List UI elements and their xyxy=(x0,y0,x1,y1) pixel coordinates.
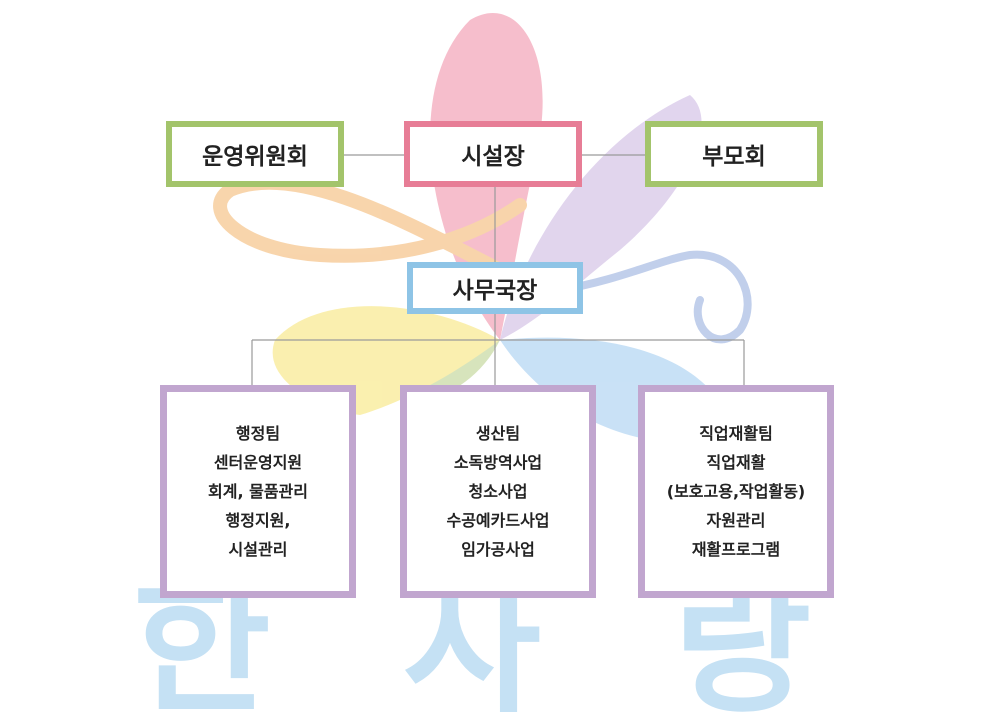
team-duty: 자원관리 xyxy=(706,511,766,530)
committee-box: 운영위원회 xyxy=(166,121,344,187)
team-title: 직업재활팀 xyxy=(699,424,773,443)
team-duty: 직업재활 xyxy=(706,453,766,472)
orange-loop xyxy=(213,175,527,277)
blue-loop xyxy=(556,250,752,344)
secretary-label: 사무국장 xyxy=(452,278,538,304)
team-duty: 회계, 물품관리 xyxy=(208,482,308,501)
parents-label: 부모회 xyxy=(702,144,766,170)
team-duty: 청소사업 xyxy=(468,482,528,501)
rehab-team-box: 직업재활팀 직업재활 (보호고용,작업활동) 자원관리 재활프로그램 xyxy=(638,385,834,598)
team-duty: 임가공사업 xyxy=(461,540,535,559)
team-duty: 센터운영지원 xyxy=(213,453,303,472)
parents-box: 부모회 xyxy=(645,121,823,187)
production-team-box: 생산팀 소독방역사업 청소사업 수공예카드사업 임가공사업 xyxy=(400,385,596,598)
team-duty: 행정지원, xyxy=(225,511,291,530)
admin-team-box: 행정팀 센터운영지원 회계, 물품관리 행정지원, 시설관리 xyxy=(160,385,356,598)
director-label: 시설장 xyxy=(461,144,525,170)
team-duty: 수공예카드사업 xyxy=(446,511,550,530)
team-title: 행정팀 xyxy=(235,424,281,443)
secretary-box: 사무국장 xyxy=(407,262,583,314)
team-duty: 소독방역사업 xyxy=(453,453,543,472)
team-duty: 시설관리 xyxy=(228,540,288,559)
team-title: 생산팀 xyxy=(475,424,521,443)
director-box: 시설장 xyxy=(404,121,582,187)
team-duty: 재활프로그램 xyxy=(691,540,781,559)
team-duty: (보호고용,작업활동) xyxy=(666,482,806,501)
committee-label: 운영위원회 xyxy=(202,144,308,170)
